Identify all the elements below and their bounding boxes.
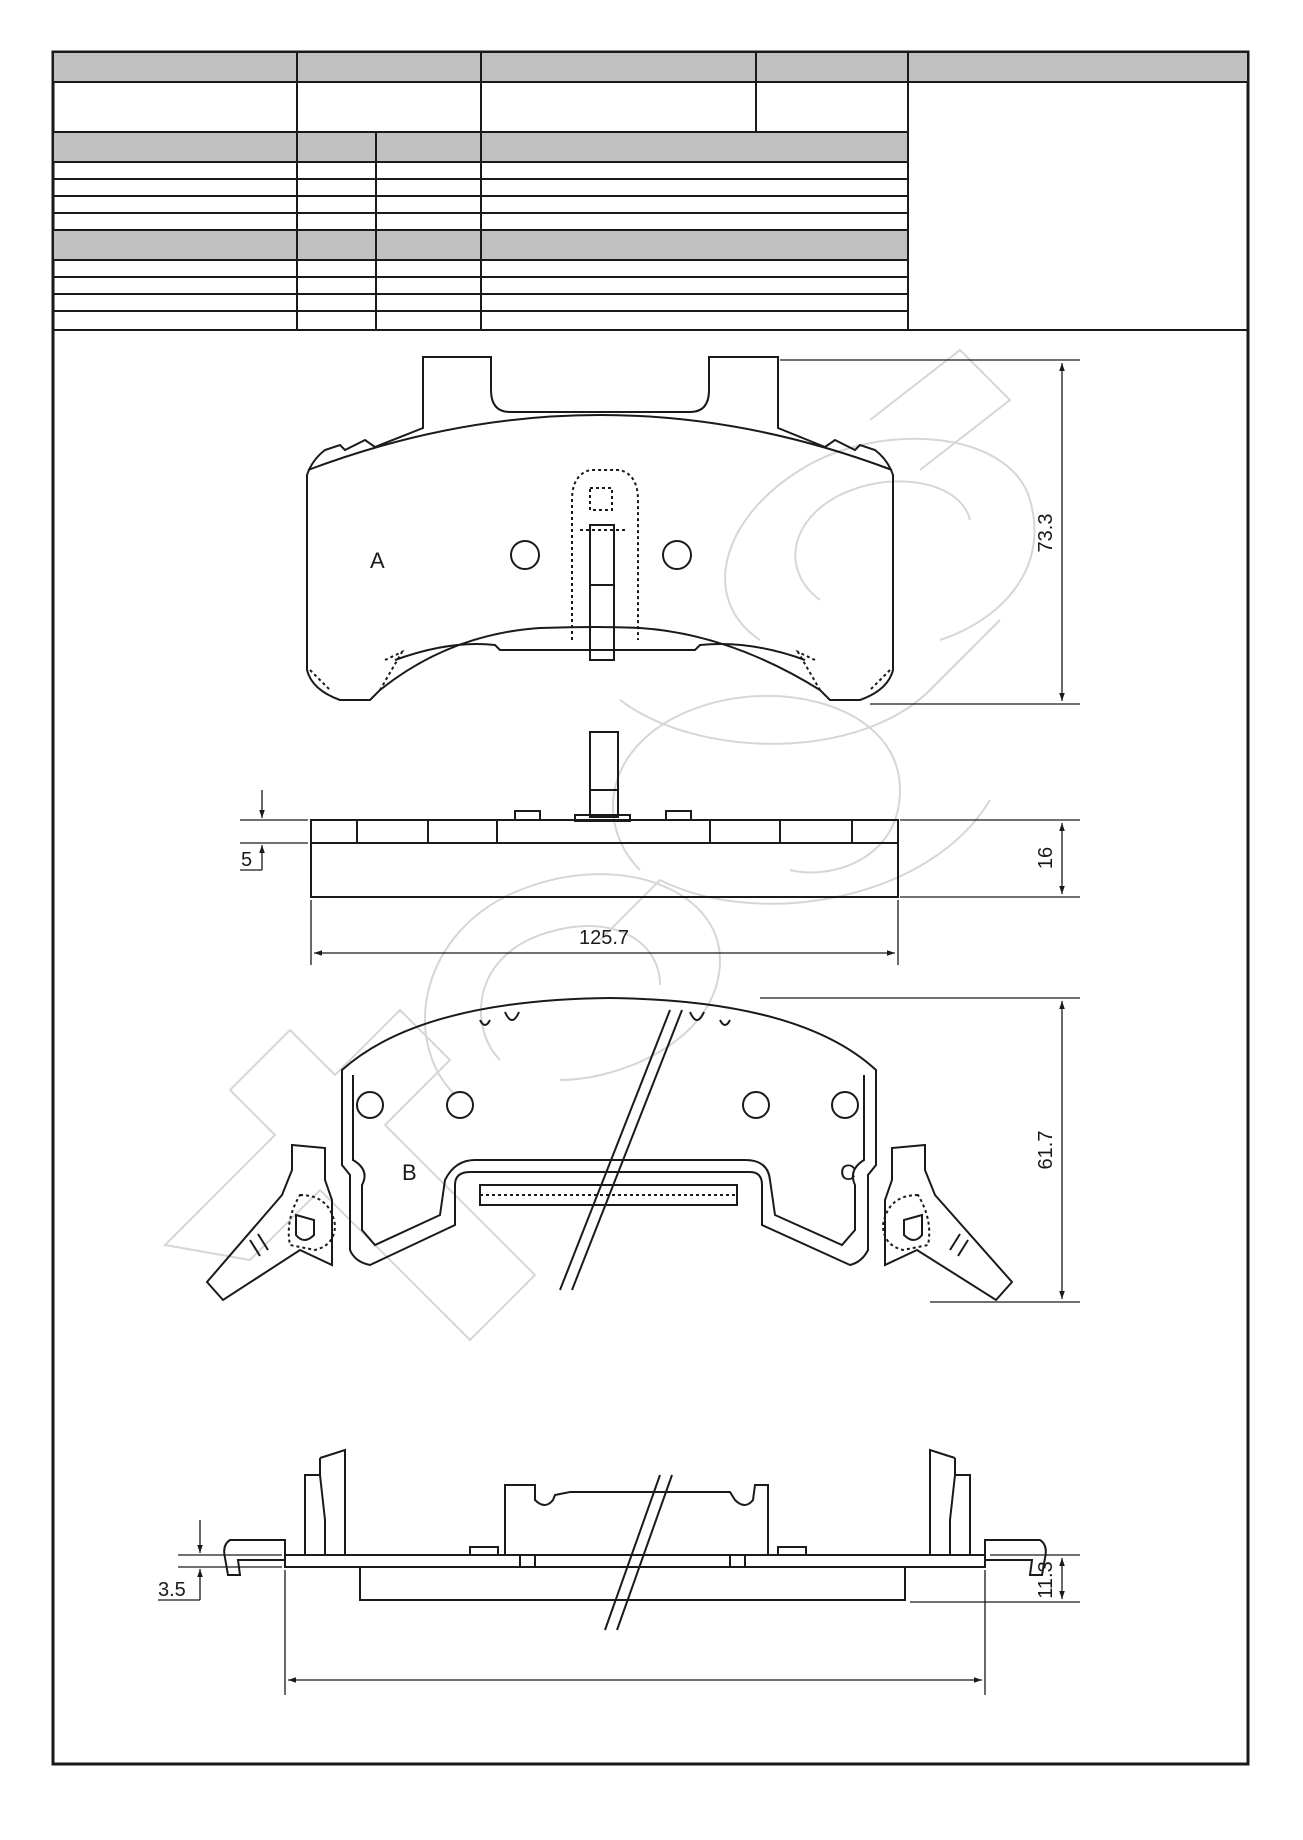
- pad-outline: [306, 356, 894, 701]
- wear-sensor-stem: [589, 524, 615, 661]
- top-notches: [479, 1011, 731, 1026]
- break-line-4: [616, 1474, 673, 1631]
- hole-b-right: [446, 1091, 474, 1119]
- left-clip: [205, 1143, 337, 1302]
- side-friction: [359, 1567, 906, 1601]
- right-clip: [881, 1143, 1014, 1302]
- hole-c-right: [831, 1091, 859, 1119]
- hole-c-left: [742, 1091, 770, 1119]
- locating-hole-left: [510, 540, 540, 570]
- title-block: [52, 51, 1249, 331]
- friction-material: [310, 842, 899, 898]
- side-backplate: [284, 1554, 986, 1568]
- view-label-c: C: [840, 1160, 856, 1185]
- view-label-a: A: [370, 548, 385, 573]
- view-label-b: B: [402, 1160, 417, 1185]
- pad-side-view-with-clips: [223, 1448, 1047, 1631]
- pad-side-view: [310, 731, 899, 898]
- dim-label-3-5: 3.5: [158, 1579, 186, 1601]
- break-line-2: [571, 1009, 683, 1291]
- dim-clip-thickness: 11.3: [910, 1554, 1080, 1603]
- wear-sensor-hidden: [571, 469, 639, 640]
- locating-hole-right: [662, 540, 692, 570]
- hole-b-left: [356, 1091, 384, 1119]
- break-line-3: [604, 1474, 661, 1631]
- center-bracket: [504, 1484, 769, 1555]
- dim-label-11-3: 11.3: [1035, 1561, 1057, 1598]
- right-side-clip: [929, 1448, 1047, 1576]
- dim-clip-height: 61.7: [760, 997, 1080, 1303]
- dim-pad-width: 125.7: [310, 900, 899, 965]
- dim-backplate-thickness: 5: [240, 790, 308, 871]
- backplate: [310, 819, 899, 844]
- dim-total-thickness: 16: [900, 819, 1080, 898]
- dim-clip-offset: 3.5: [158, 1520, 282, 1601]
- backplate-outline: [341, 996, 877, 1267]
- inner-clip-contour: [352, 1075, 865, 1247]
- dim-label-73-3: 73.3: [1035, 514, 1057, 553]
- dim-label-16: 16: [1035, 847, 1057, 869]
- left-side-clip: [223, 1448, 346, 1576]
- header-row: [52, 51, 1249, 83]
- dim-label-125-7: 125.7: [579, 927, 629, 949]
- pad-front-view: A: [306, 356, 894, 701]
- dim-clip-assembly-width: [284, 1570, 986, 1695]
- backplate-upper-arc: [307, 414, 893, 471]
- break-line-1: [559, 1009, 671, 1291]
- friction-lower-edge: [394, 643, 806, 661]
- dim-label-5: 5: [241, 849, 252, 871]
- sensor-tab: [589, 731, 619, 818]
- sheet-frame: [51, 50, 1250, 1766]
- dim-pad-height: 73.3: [780, 359, 1080, 705]
- lower-hidden-profile: [309, 649, 891, 691]
- pad-back-view: B C: [205, 996, 1014, 1302]
- dim-label-61-7: 61.7: [1035, 1131, 1057, 1170]
